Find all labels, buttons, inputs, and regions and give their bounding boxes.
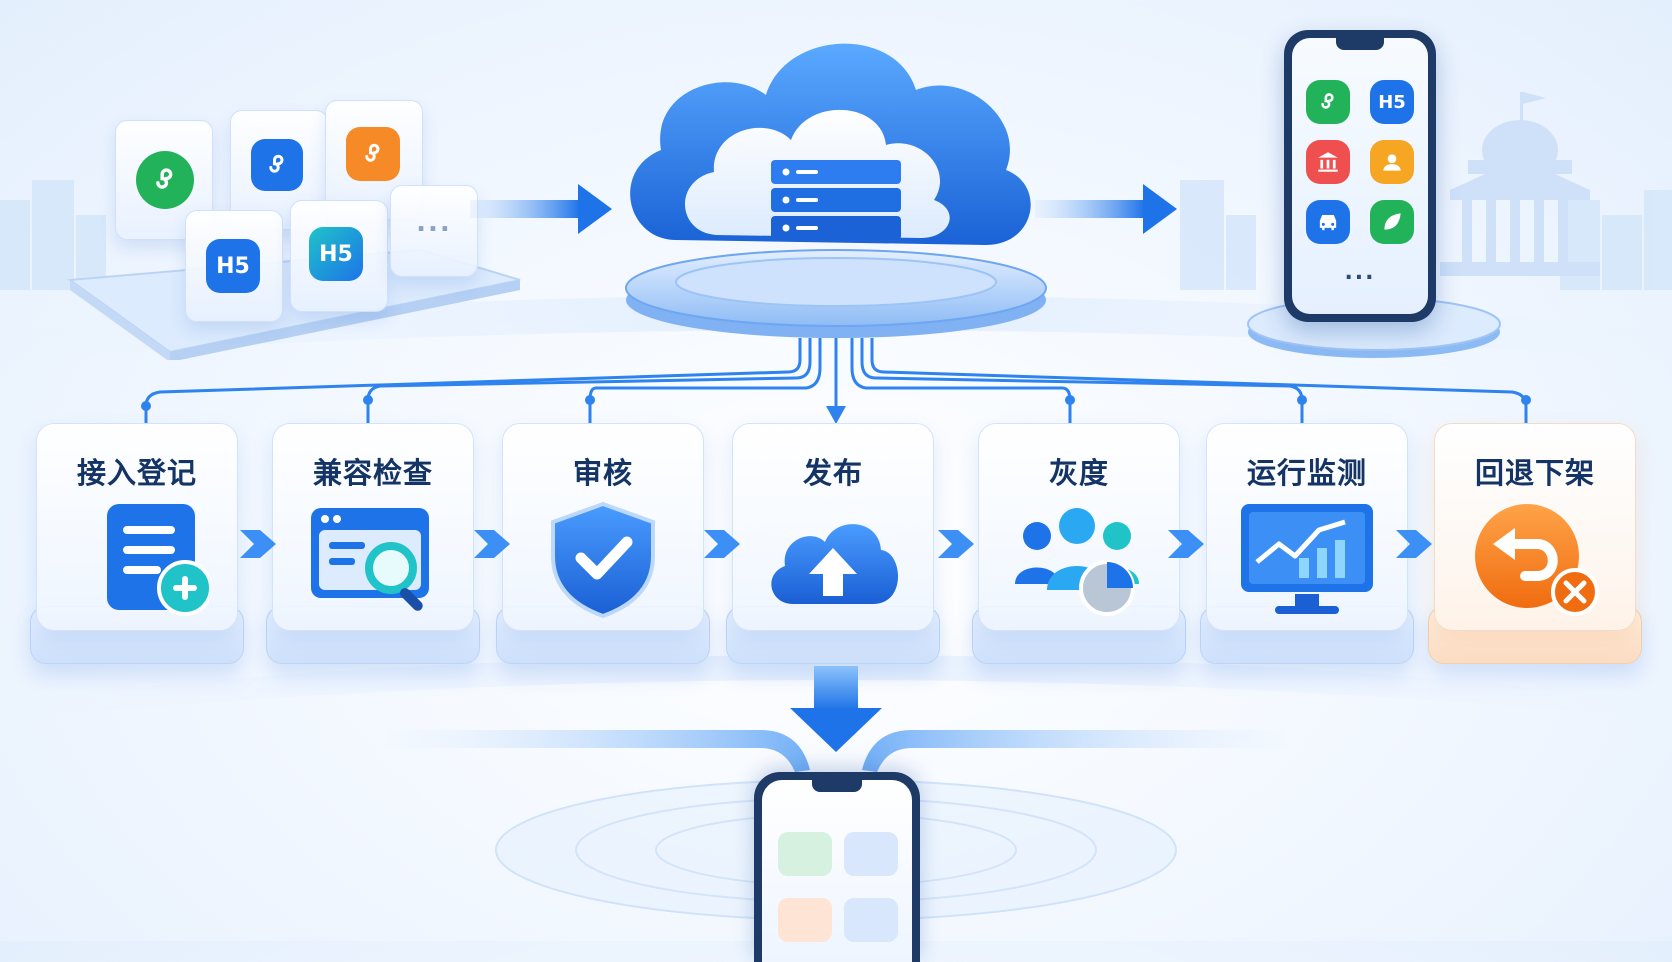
- app-tile-h5-cyan[interactable]: H5: [290, 200, 388, 312]
- source-apps-group: H5 H5 ...: [60, 90, 530, 360]
- more-icon: ...: [1344, 260, 1376, 285]
- chevron-right-icon: [474, 530, 510, 558]
- stage-card-monitor[interactable]: 运行监测: [1206, 423, 1408, 631]
- cloud-server-icon: [625, 43, 1047, 338]
- phone-bottom: [754, 772, 920, 962]
- phone-screen: H5 ...: [1292, 38, 1428, 314]
- chevron-right-icon: [704, 530, 740, 558]
- app-placeholder[interactable]: [778, 832, 832, 876]
- user-icon[interactable]: [1370, 140, 1414, 184]
- stage-label: 接入登记: [76, 456, 197, 490]
- stage-label: 兼容检查: [312, 456, 433, 490]
- cloud-upload-icon: [771, 524, 899, 604]
- arrow-right-icon: [470, 184, 612, 234]
- app-placeholder[interactable]: [844, 898, 898, 942]
- phone-top: H5 ...: [1247, 30, 1510, 360]
- phone-frame: [754, 772, 920, 962]
- stage-card-grayscale[interactable]: 灰度: [978, 423, 1180, 631]
- shield-check-icon: [551, 501, 655, 619]
- chevron-right-icon: [938, 530, 974, 558]
- connector-lines: [141, 338, 1531, 424]
- app-tile-more[interactable]: ...: [390, 185, 478, 277]
- app-placeholder[interactable]: [844, 832, 898, 876]
- arrow-right-icon: [1035, 184, 1177, 234]
- stage-card-register[interactable]: 接入登记: [36, 423, 238, 631]
- stage-label: 灰度: [1048, 456, 1109, 490]
- undo-remove-icon: [1475, 504, 1599, 616]
- h5-icon[interactable]: H5: [1370, 80, 1414, 124]
- car-icon[interactable]: [1306, 200, 1350, 244]
- chevron-right-icon: [240, 530, 276, 558]
- mini-program-icon: [251, 139, 303, 191]
- building-icon: [1440, 92, 1600, 276]
- stage-card-rollback[interactable]: 回退下架: [1434, 423, 1636, 631]
- h5-icon: H5: [206, 239, 260, 293]
- mini-program-icon: [136, 151, 194, 209]
- app-placeholder[interactable]: [778, 898, 832, 942]
- stage-card-publish[interactable]: 发布: [732, 423, 934, 631]
- monitor-chart-icon: [1241, 504, 1373, 614]
- stage-card-compat-check[interactable]: 兼容检查: [272, 423, 474, 631]
- mini-program-icon: [346, 127, 400, 181]
- phone-screen: [762, 780, 912, 962]
- chevron-right-icon: [1168, 530, 1204, 558]
- user-group-pie-icon: [1015, 508, 1139, 616]
- bank-icon[interactable]: [1306, 140, 1350, 184]
- browser-search-icon: [311, 508, 429, 611]
- stage-label: 审核: [572, 456, 633, 490]
- stage-label: 发布: [802, 456, 863, 490]
- stage-card-review[interactable]: 审核: [502, 423, 704, 631]
- process-diagram: H5 H5 ...: [0, 30, 1672, 962]
- bottom-flow: [380, 666, 1292, 772]
- app-tile-h5-blue[interactable]: H5: [185, 210, 283, 322]
- phone-frame: H5 ...: [1284, 30, 1436, 322]
- stage-label: 回退下架: [1474, 456, 1595, 490]
- more-icon: ...: [416, 208, 452, 238]
- document-add-icon: [107, 504, 209, 616]
- stage-label: 运行监测: [1246, 456, 1367, 490]
- arrow-down-icon: [790, 666, 882, 752]
- server-icon: [771, 160, 901, 240]
- mini-program-icon[interactable]: [1306, 80, 1350, 124]
- h5-icon: H5: [309, 227, 363, 281]
- chevron-right-icon: [1396, 530, 1432, 558]
- leaf-icon[interactable]: [1370, 200, 1414, 244]
